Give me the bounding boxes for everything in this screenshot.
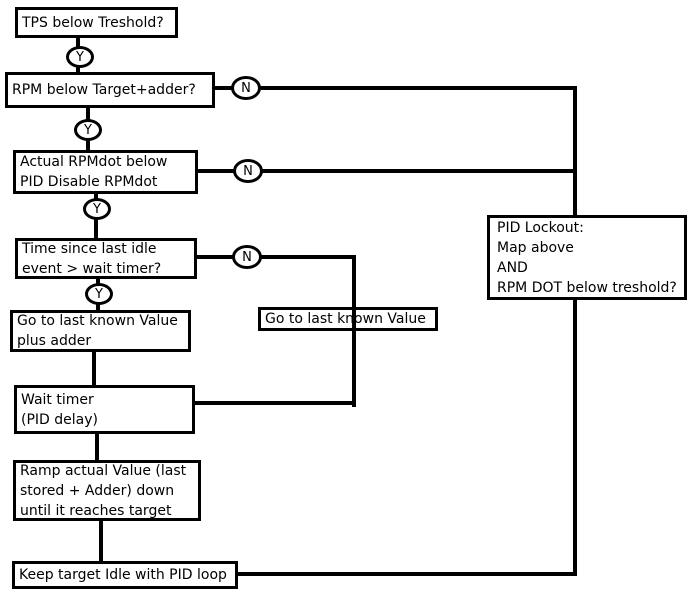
connector-ramp-to-keeptarget — [99, 520, 103, 562]
node-time-since-idle-label: Time since last idle event > wait timer? — [22, 240, 162, 277]
connector-tps-to-y1 — [76, 37, 80, 47]
node-wait-timer-label: Wait timer (PID delay) — [21, 391, 98, 428]
node-goto-last-value: Go to last known Value — [258, 307, 438, 331]
connector-y3-to-waitcheck — [94, 219, 98, 239]
branch-yes-badge-tps: Y — [66, 46, 94, 68]
branch-yes-badge-rpm: Y — [74, 119, 102, 141]
branch-no-badge-rpmdot: N — [233, 159, 263, 183]
connector-waitcheck-to-y4 — [96, 278, 100, 284]
connector-n3-down-upper — [352, 255, 356, 307]
connector-lockout-vertical-bottom — [573, 299, 577, 576]
connector-rpmdot-to-n2 — [197, 169, 234, 173]
connector-gotoplus-to-waittimer — [92, 351, 96, 386]
node-tps-below-threshold-label: TPS below Treshold? — [22, 14, 164, 31]
node-rpm-below-target: RPM below Target+adder? — [5, 72, 215, 108]
node-ramp-value: Ramp actual Value (last stored + Adder) … — [13, 460, 201, 521]
connector-y2-to-rpmdot — [86, 140, 90, 151]
connector-n3-down-lower — [352, 331, 356, 407]
node-rpm-below-target-label: RPM below Target+adder? — [12, 82, 196, 98]
node-time-since-idle: Time since last idle event > wait timer? — [15, 238, 197, 279]
node-wait-timer: Wait timer (PID delay) — [14, 385, 195, 434]
connector-lockout-vertical-top — [573, 86, 577, 215]
node-goto-last-value-plus-adder-label: Go to last known Value plus adder — [17, 313, 178, 349]
connector-keeptarget-right — [238, 572, 577, 576]
connector-n1-to-lockout-vertical — [260, 86, 577, 90]
connector-n3-cross-segment — [352, 307, 356, 331]
node-pid-lockout-label: PID Lockout: Map above AND RPM DOT below… — [497, 219, 677, 296]
node-keep-target-idle-label: Keep target Idle with PID loop — [19, 567, 227, 583]
connector-n2-to-lockout-vertical — [262, 169, 577, 173]
connector-waittimer-right — [194, 401, 356, 405]
node-keep-target-idle: Keep target Idle with PID loop — [12, 561, 238, 589]
connector-waittimer-to-ramp — [95, 433, 99, 461]
node-tps-below-threshold: TPS below Treshold? — [15, 7, 178, 38]
branch-yes-badge-waitcheck: Y — [85, 283, 113, 305]
connector-rpm-to-n1 — [214, 86, 232, 90]
connector-rpmdot-to-y3 — [94, 193, 98, 199]
connector-waitcheck-to-n3 — [197, 255, 233, 259]
node-ramp-value-label: Ramp actual Value (last stored + Adder) … — [20, 462, 187, 519]
branch-no-badge-waitcheck: N — [232, 245, 262, 269]
connector-y4-to-gotoplus — [96, 304, 100, 311]
connector-y1-to-rpm — [76, 66, 80, 74]
node-pid-lockout: PID Lockout: Map above AND RPM DOT below… — [487, 215, 687, 300]
node-goto-last-value-label: Go to last known Value — [265, 311, 426, 327]
connector-n3-right — [261, 255, 356, 259]
node-goto-last-value-plus-adder: Go to last known Value plus adder — [10, 310, 191, 352]
branch-no-badge-rpm: N — [231, 76, 261, 100]
node-rpmdot-below-disable-label: Actual RPMdot below PID Disable RPMdot — [20, 154, 168, 190]
connector-rpm-to-y2 — [86, 107, 90, 120]
branch-yes-badge-rpmdot: Y — [83, 198, 111, 220]
node-rpmdot-below-disable: Actual RPMdot below PID Disable RPMdot — [13, 150, 198, 194]
